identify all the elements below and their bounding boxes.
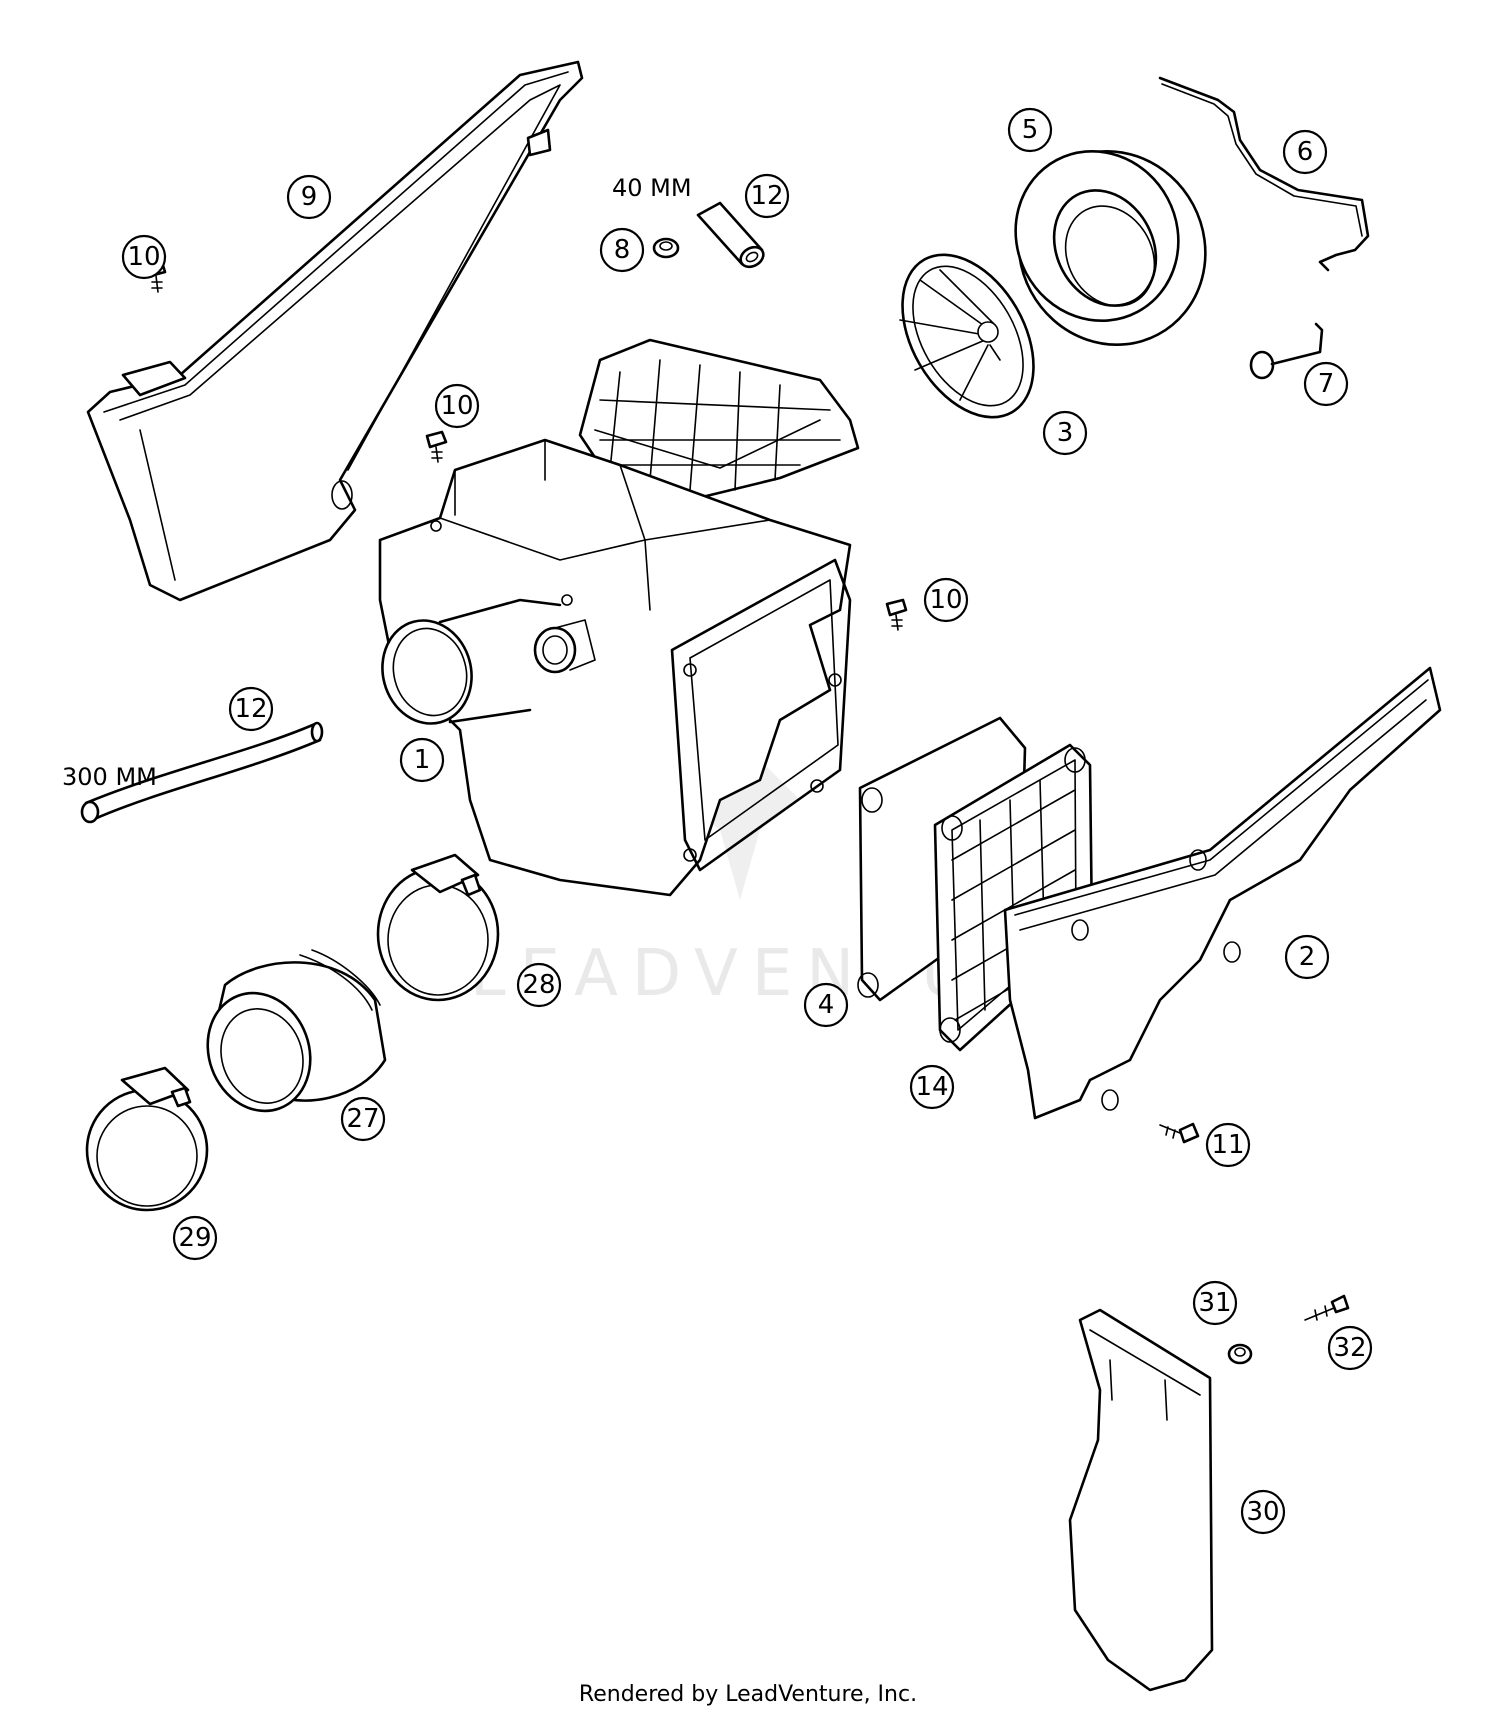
- callout-31: 31: [1192, 1280, 1238, 1326]
- callout-11: 11: [1205, 1122, 1251, 1168]
- callout-12b: 12: [228, 686, 274, 732]
- part-29-hose-clamp: [85, 1066, 209, 1212]
- part-31-nut: [1227, 1343, 1253, 1365]
- callout-14: 14: [909, 1064, 955, 1110]
- callout-5: 5: [1007, 107, 1053, 153]
- svg-text:8: 8: [614, 235, 631, 265]
- svg-text:28: 28: [522, 970, 555, 1000]
- dim-label-40mm: 40 MM: [612, 174, 692, 202]
- part-8-grommet: [652, 237, 680, 259]
- part-11-bolt: [1159, 1122, 1200, 1144]
- svg-text:29: 29: [178, 1223, 211, 1253]
- svg-text:3: 3: [1057, 418, 1074, 448]
- part-32-screw: [1304, 1294, 1350, 1321]
- svg-text:14: 14: [915, 1072, 948, 1102]
- part-2-side-cover-right: [1003, 666, 1442, 1120]
- callout-2: 2: [1284, 934, 1330, 980]
- part-10-screw-b: [425, 430, 448, 463]
- part-1-airbox: [378, 338, 860, 897]
- callout-10a: 10: [121, 234, 167, 280]
- svg-text:9: 9: [301, 182, 318, 212]
- part-12-long-tube: [80, 721, 324, 824]
- svg-text:27: 27: [346, 1104, 379, 1134]
- svg-text:11: 11: [1211, 1130, 1244, 1160]
- svg-text:30: 30: [1246, 1497, 1279, 1527]
- part-30-mud-flap: [1068, 1308, 1214, 1692]
- svg-text:5: 5: [1022, 115, 1039, 145]
- dim-label-300mm: 300 MM: [62, 763, 157, 791]
- part-6-retaining-wire: [1158, 76, 1370, 272]
- svg-text:12: 12: [750, 181, 783, 211]
- svg-text:31: 31: [1198, 1288, 1231, 1318]
- svg-text:32: 32: [1333, 1333, 1366, 1363]
- callout-12a: 12: [744, 173, 790, 219]
- callout-4: 4: [803, 982, 849, 1028]
- callout-7: 7: [1303, 361, 1349, 407]
- svg-text:7: 7: [1318, 369, 1335, 399]
- callout-9: 9: [286, 174, 332, 220]
- part-27-rubber-sleeve: [206, 949, 387, 1113]
- callout-10c: 10: [923, 577, 969, 623]
- callout-10b: 10: [434, 383, 480, 429]
- callout-8: 8: [599, 227, 645, 273]
- part-12-short-tube: [696, 201, 765, 269]
- callout-29: 29: [172, 1215, 218, 1261]
- callout-3: 3: [1042, 410, 1088, 456]
- svg-text:6: 6: [1297, 137, 1314, 167]
- callouts: 1 2 3 4 5 6 7 8 9 10 10 10 11 12 12 14 2…: [121, 107, 1373, 1535]
- callout-27: 27: [340, 1096, 386, 1142]
- part-10-screw-c: [885, 598, 908, 631]
- part-9-side-cover-left: [86, 60, 584, 602]
- svg-text:10: 10: [929, 585, 962, 615]
- callout-1: 1: [399, 737, 445, 783]
- callout-28: 28: [516, 962, 562, 1008]
- part-7-pin: [1249, 322, 1324, 380]
- part-28-hose-clamp: [376, 853, 500, 1002]
- part-5-air-filter: [1014, 149, 1207, 347]
- callout-6: 6: [1282, 129, 1328, 175]
- svg-text:10: 10: [127, 242, 160, 272]
- svg-text:2: 2: [1299, 942, 1316, 972]
- footer-credit: Rendered by LeadVenture, Inc.: [579, 1682, 917, 1707]
- svg-text:1: 1: [414, 745, 431, 775]
- svg-text:12: 12: [234, 694, 267, 724]
- svg-text:10: 10: [440, 391, 473, 421]
- callout-30: 30: [1240, 1489, 1286, 1535]
- part-3-filter-cage: [899, 253, 1035, 419]
- callout-32: 32: [1327, 1325, 1373, 1371]
- svg-text:4: 4: [818, 990, 835, 1020]
